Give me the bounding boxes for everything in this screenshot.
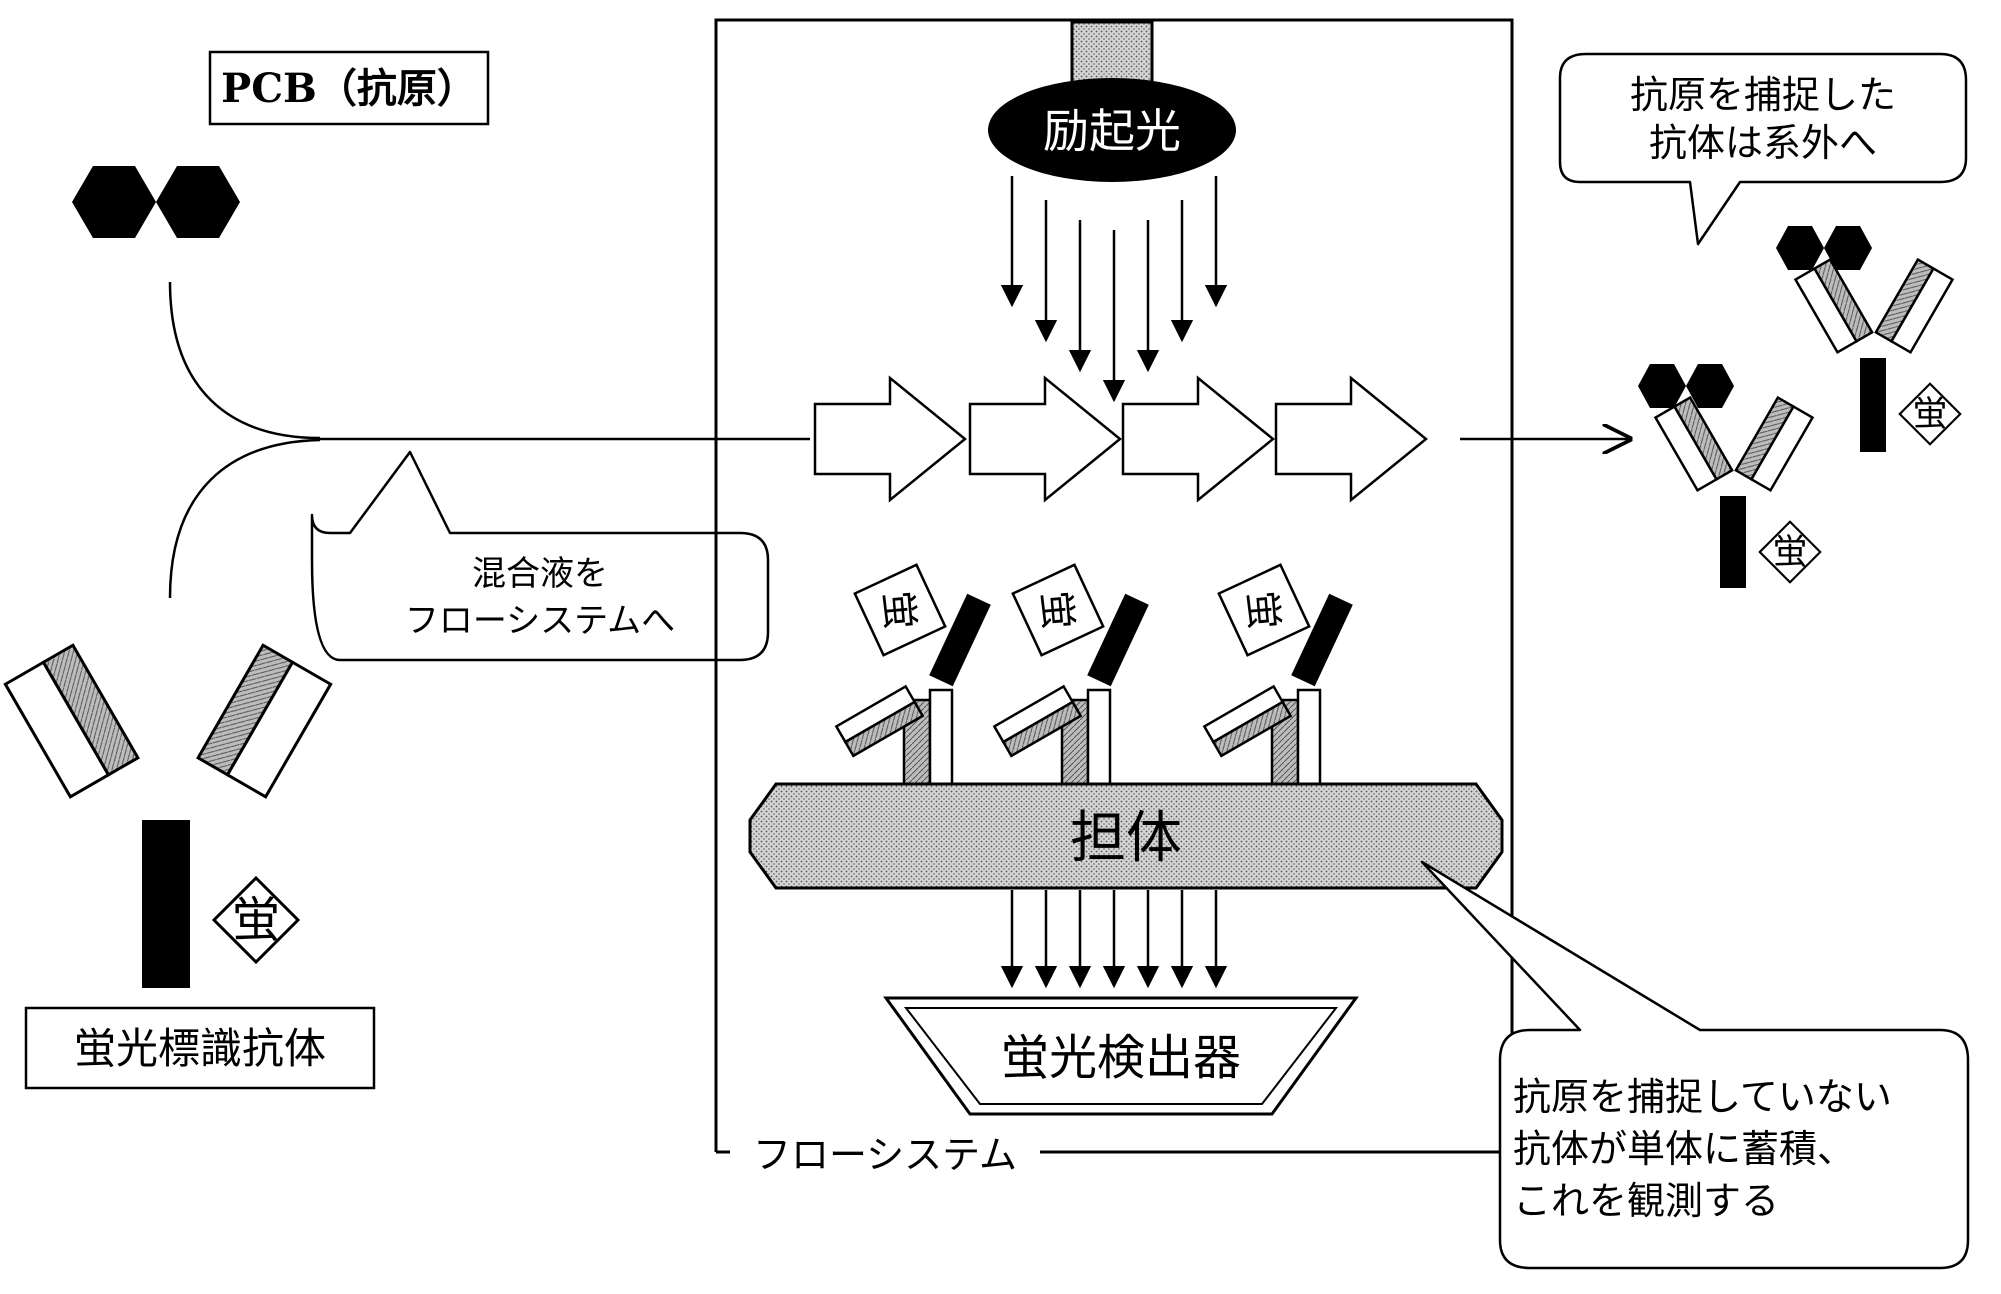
- excitation-label: 励起光: [1043, 104, 1181, 158]
- captured-antibody-icon: 蛍: [1638, 364, 1822, 588]
- immobilized-antibody: 蛍: [992, 563, 1149, 790]
- fluor-mark-captured: 蛍: [1913, 395, 1948, 435]
- fluor-mark-main: 蛍: [232, 892, 280, 948]
- excitation-rays: [1000, 176, 1228, 403]
- immobilized-antibody: 蛍: [1202, 563, 1353, 790]
- fluorescence-detector: 蛍光検出器: [883, 996, 1359, 1116]
- flow-system-label: フローシステム: [753, 1133, 1017, 1177]
- captured-bubble-line1: 抗原を捕捉した: [1630, 73, 1896, 117]
- uncaptured-bubble-line3: これを観測する: [1513, 1179, 1779, 1223]
- flow-system-box: [714, 18, 1514, 1154]
- captured-bubble: 抗原を捕捉した 抗体は系外へ: [1558, 52, 1968, 246]
- fluor-mark-bound: 蛍: [875, 589, 922, 631]
- emission-rays: [1000, 890, 1228, 989]
- fluor-mark-bound: 蛍: [1239, 589, 1286, 631]
- detector-label: 蛍光検出器: [1001, 1030, 1241, 1086]
- captured-bubble-line2: 抗体は系外へ: [1649, 121, 1877, 165]
- mixing-flow-lines: [168, 281, 810, 599]
- immobilized-antibodies: 蛍 蛍: [834, 563, 1353, 790]
- antigen-label-box: PCB（抗原）: [208, 50, 490, 126]
- uncaptured-bubble: 抗原を捕捉していない 抗体が単体に蓄積、 これを観測する: [1420, 860, 1970, 1270]
- carrier: 担体: [748, 782, 1504, 890]
- mixture-bubble: 混合液を フローシステムへ: [310, 450, 770, 662]
- captured-antibody-icon: 蛍: [1776, 226, 1962, 452]
- uncaptured-bubble-line2: 抗体が単体に蓄積、: [1513, 1127, 1855, 1171]
- uncaptured-bubble-line1: 抗原を捕捉していない: [1513, 1075, 1892, 1119]
- carrier-label: 担体: [1070, 806, 1182, 871]
- antigen-label: PCB（抗原）: [221, 65, 477, 112]
- antibody-label: 蛍光標識抗体: [74, 1024, 326, 1073]
- mixture-bubble-line2: フローシステムへ: [405, 601, 675, 641]
- labeled-antibody-icon: 蛍: [3, 643, 333, 988]
- fluor-mark-captured: 蛍: [1773, 533, 1808, 573]
- pcb-molecule-icon: [72, 166, 240, 238]
- fluor-mark-bound: 蛍: [1033, 589, 1080, 631]
- excitation-source-icon: 励起光: [988, 20, 1236, 182]
- immobilized-antibody: 蛍: [834, 563, 991, 790]
- antibody-label-box: 蛍光標識抗体: [24, 1006, 376, 1090]
- mixture-bubble-line1: 混合液を: [472, 554, 608, 594]
- flow-arrows: [813, 375, 1428, 503]
